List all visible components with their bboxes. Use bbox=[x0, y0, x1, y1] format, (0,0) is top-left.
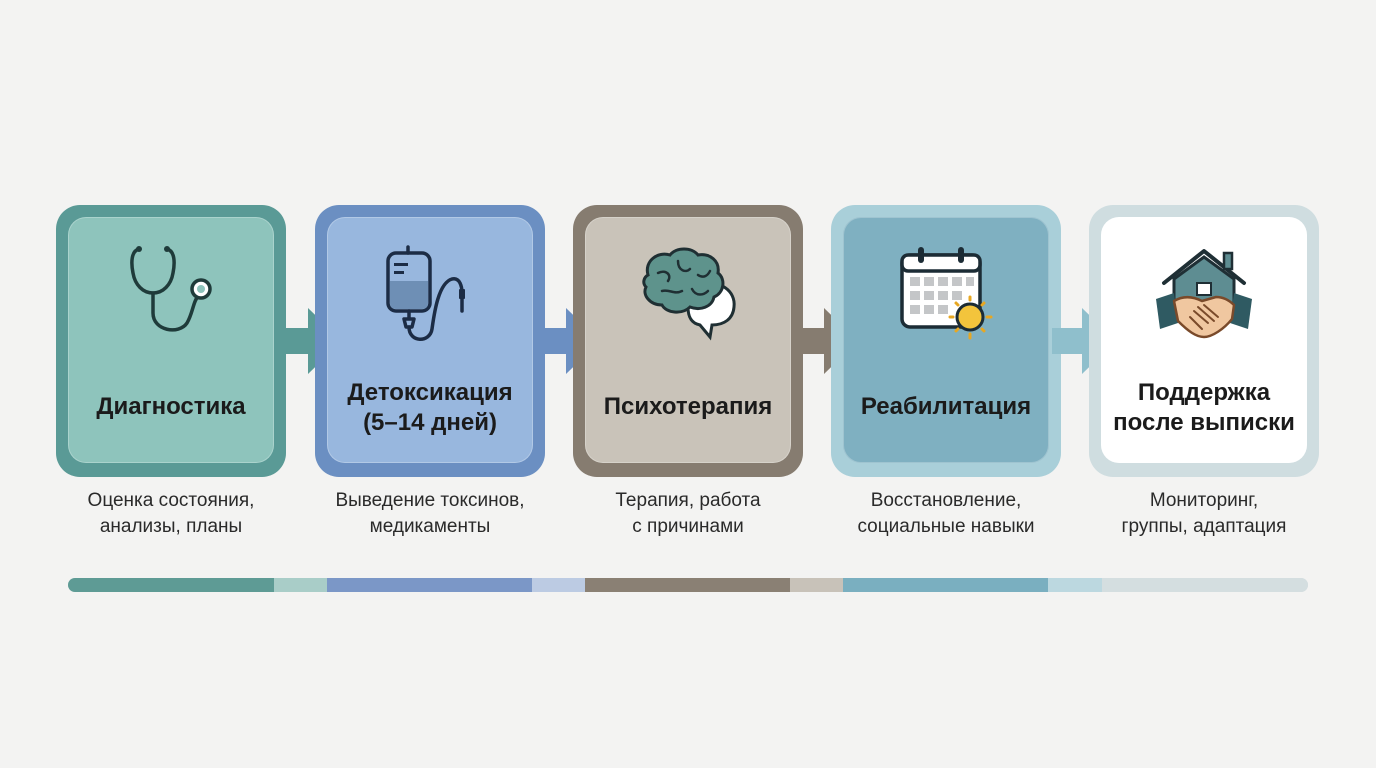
step-rehabilitation: Реабилитация bbox=[831, 205, 1061, 477]
progress-segment bbox=[585, 578, 790, 592]
progress-segment-light bbox=[790, 578, 843, 592]
house-handshake-icon bbox=[1156, 249, 1252, 339]
step-psychotherapy: Психотерапия bbox=[573, 205, 803, 477]
progress-segment bbox=[1102, 578, 1308, 592]
progress-segment-light bbox=[1048, 578, 1102, 592]
step-title: Реабилитация bbox=[860, 393, 1032, 420]
step-title: Поддержка после выписки bbox=[1113, 379, 1295, 436]
arrow-right-icon bbox=[1052, 308, 1116, 374]
step-description: Восстановление, социальные навыки bbox=[857, 490, 1035, 537]
arrow-right-icon bbox=[536, 308, 600, 374]
step-description: Оценка состояния, анализы, планы bbox=[87, 490, 255, 537]
progress-segment-light bbox=[274, 578, 327, 592]
arrow-right-icon bbox=[278, 308, 342, 374]
step-aftercare-support: Поддержка после выписки bbox=[1089, 205, 1319, 477]
stethoscope-icon bbox=[130, 246, 212, 332]
step-detox: Детоксикация (5–14 дней) bbox=[315, 205, 545, 477]
step-title: Детоксикация (5–14 дней) bbox=[347, 379, 513, 436]
calendar-sun-icon bbox=[900, 247, 993, 340]
progress-segment-light bbox=[532, 578, 585, 592]
arrow-right-icon bbox=[794, 308, 858, 374]
progress-track bbox=[68, 578, 1308, 592]
iv-drip-icon bbox=[386, 245, 465, 341]
step-description: Мониторинг, группы, адаптация bbox=[1121, 490, 1287, 537]
step-description: Терапия, работа с причинами bbox=[615, 490, 761, 537]
progress-segment bbox=[843, 578, 1048, 592]
step-diagnostics: Диагностика bbox=[56, 205, 286, 477]
brain-speech-icon bbox=[642, 247, 736, 341]
step-title: Диагностика bbox=[96, 393, 246, 420]
progress-segment bbox=[68, 578, 274, 592]
progress-segment bbox=[327, 578, 532, 592]
step-title: Психотерапия bbox=[603, 393, 773, 420]
step-description: Выведение токсинов, медикаменты bbox=[335, 490, 525, 537]
